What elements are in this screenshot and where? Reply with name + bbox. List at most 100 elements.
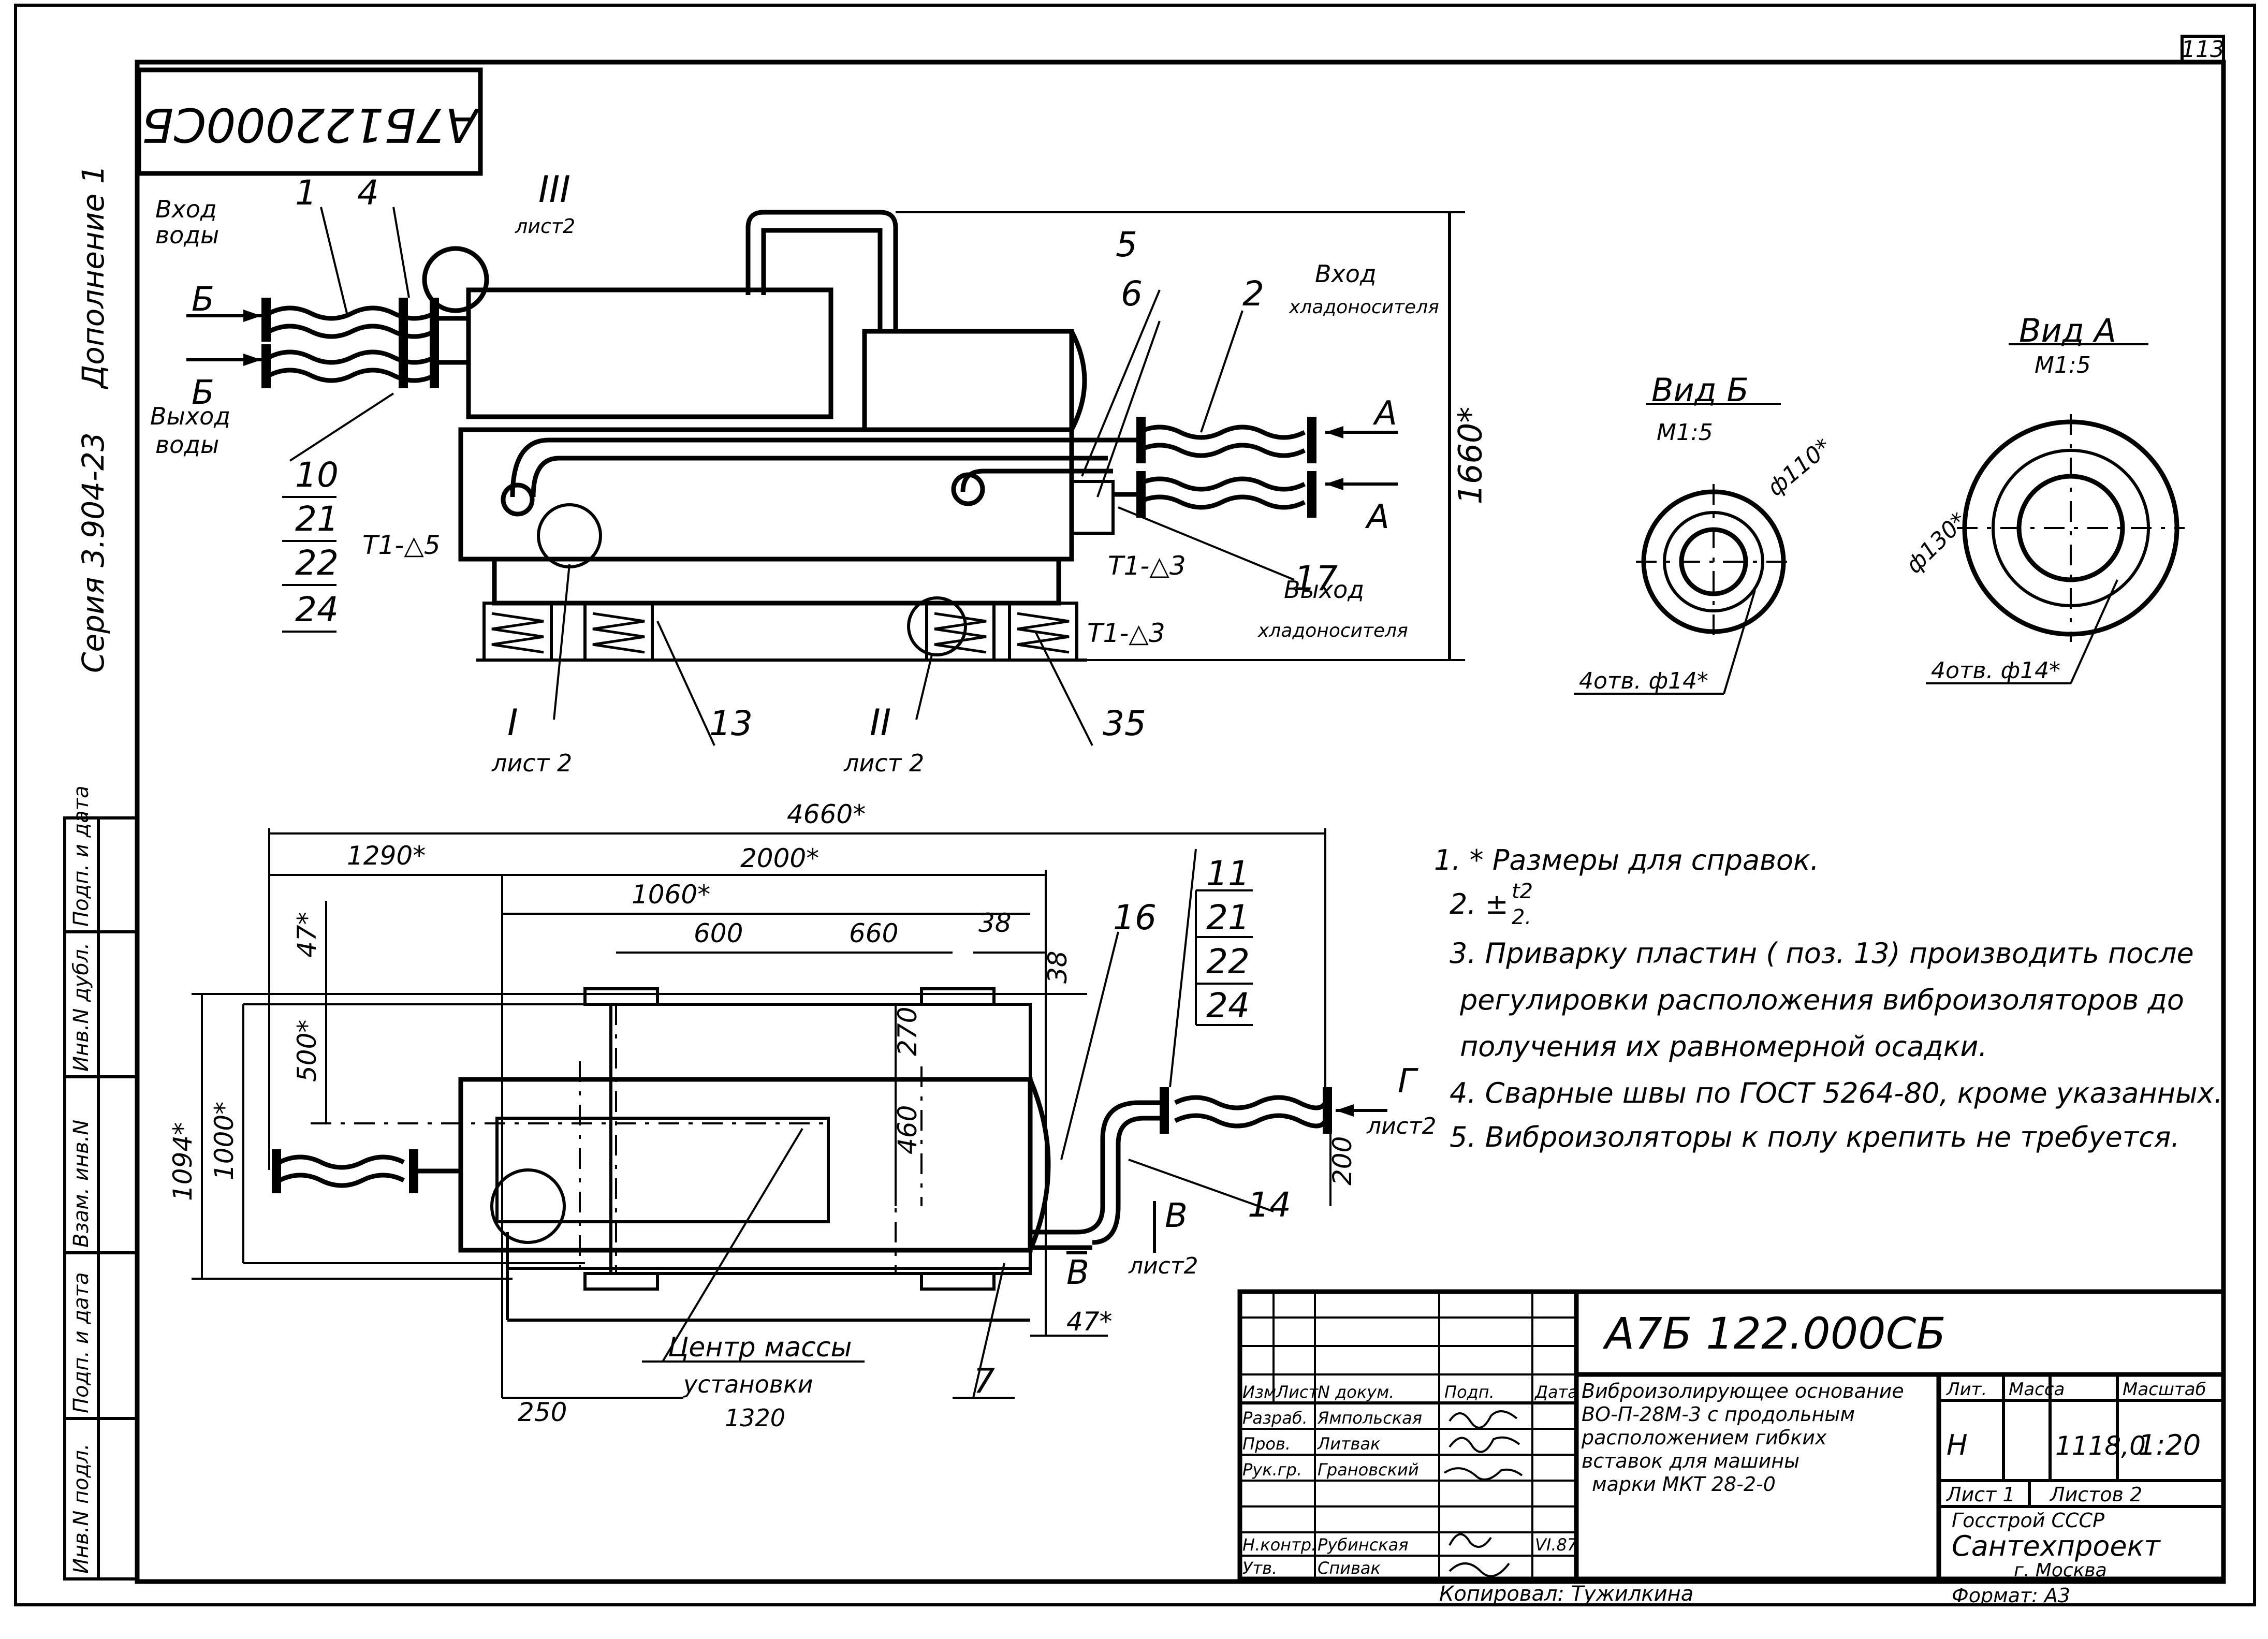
water-out-label-2: воды <box>155 431 219 459</box>
outer-border <box>14 4 2256 1606</box>
note-3: 3. Приварку пластин ( поз. 13) производи… <box>1450 937 2194 970</box>
plan-pos-21: 21 <box>1206 898 1250 938</box>
section-g: Г <box>1398 1062 1418 1101</box>
dim-460: 460 <box>892 1105 923 1154</box>
coolant-in-label-2: хладоносителя <box>1289 297 1439 318</box>
weld-t1-3: Т1-△3 <box>1108 551 1186 581</box>
dim-2000: 2000* <box>740 843 819 873</box>
pos-21: 21 <box>295 499 339 539</box>
callout-iii-sheet: лист2 <box>515 215 575 238</box>
plan-pos-11: 11 <box>1206 854 1250 894</box>
section-v-lower: В <box>1066 1254 1089 1292</box>
callout-iii: III <box>538 168 570 211</box>
water-out-label: Выход <box>150 402 230 430</box>
mass-value: 1118,0 <box>2055 1431 2146 1461</box>
pos-24: 24 <box>295 590 339 630</box>
hdr-izm: Изм <box>1242 1382 1276 1402</box>
pos-35: 35 <box>1103 704 1146 743</box>
page-number: 113 <box>2181 36 2225 63</box>
desc-line-4: вставок для машины <box>1582 1450 1799 1472</box>
section-b-lower: Б <box>192 374 214 412</box>
dim-1094: 1094* <box>168 1122 198 1201</box>
desc-line-2: ВО-П-28М-3 с продольным <box>1582 1403 1855 1426</box>
section-a-lower: А <box>1365 498 1389 536</box>
page-number-box <box>2181 35 2225 64</box>
margin-label-3: Взам. инв.N <box>69 1120 93 1248</box>
callout-i-sheet: лист 2 <box>491 749 572 777</box>
margin-label-5: Подп. и дата <box>69 786 93 927</box>
center-mass-label: Центр массы <box>668 1332 852 1363</box>
mass-header: Масса <box>2009 1379 2065 1400</box>
plan-pos-16: 16 <box>1113 898 1157 938</box>
plan-pos-22: 22 <box>1206 942 1250 982</box>
name-4: Рубинская <box>1318 1535 1408 1555</box>
dim-38: 38 <box>978 908 1012 938</box>
view-b <box>1574 403 1791 695</box>
note-2: 2. ± <box>1450 888 1509 920</box>
org-1: Госстрой СССР <box>1952 1509 2104 1532</box>
format: Формат: А3 <box>1952 1584 2070 1607</box>
pos-2: 2 <box>1242 274 1264 314</box>
title-block <box>1237 1289 2226 1582</box>
sheets-value: Листов 2 <box>2049 1483 2142 1506</box>
center-mass-value: 1320 <box>725 1404 785 1432</box>
dim-250: 250 <box>518 1397 567 1427</box>
note-2-denominator: 2. <box>1512 905 1531 929</box>
lit-header: Лит. <box>1945 1379 1987 1400</box>
org-2: Сантехпроект <box>1952 1530 2161 1562</box>
note-2-numerator: t2 <box>1512 880 1533 903</box>
coolant-out-label: Выход <box>1284 576 1364 604</box>
name-2: Литвак <box>1317 1434 1381 1454</box>
doc-number: А7Б 122.000СБ <box>1602 1308 1946 1359</box>
hdr-doc: N докум. <box>1318 1382 1394 1402</box>
series-label: Серия 3.904-23 <box>76 432 111 673</box>
plan-pos-14: 14 <box>1248 1185 1291 1225</box>
callout-ii-sheet: лист 2 <box>843 749 924 777</box>
role-3: Рук.гр. <box>1242 1460 1302 1480</box>
dim-47-left: 47* <box>292 912 322 958</box>
callout-i: I <box>507 701 518 744</box>
weld-t1-5: Т1-△5 <box>362 530 441 560</box>
callout-ii: II <box>870 701 891 744</box>
center-mass-label-2: установки <box>682 1370 813 1398</box>
margin-stamp <box>63 816 139 1581</box>
dim-1290: 1290* <box>347 841 426 871</box>
org-3: г. Москва <box>2014 1560 2107 1581</box>
rotated-code-box <box>136 67 483 176</box>
signatures <box>1443 1410 1523 1577</box>
section-a-upper: А <box>1372 394 1397 433</box>
hdr-list: Лист <box>1276 1382 1319 1402</box>
desc-line-5: марки МКТ 28-2-0 <box>1592 1473 1776 1496</box>
section-v-sheet: лист2 <box>1128 1253 1198 1279</box>
lit-value: Н <box>1947 1429 1968 1461</box>
pos-17: 17 <box>1294 559 1338 598</box>
scale-header: Масштаб <box>2123 1379 2206 1400</box>
view-b-holes: 4отв. ф14* <box>1579 668 1708 694</box>
dim-4660: 4660* <box>787 799 866 829</box>
weld-t1-3b: Т1-△3 <box>1087 618 1165 648</box>
view-b-title: Вид Б <box>1651 371 1749 409</box>
section-v-upper: В <box>1165 1197 1188 1235</box>
supplement-label: Дополнение 1 <box>76 165 111 390</box>
view-a <box>1926 343 2185 684</box>
name-1: Ямпольская <box>1317 1408 1422 1428</box>
coolant-in-label: Вход <box>1315 260 1377 288</box>
margin-label-1: Инв.N подл. <box>69 1443 93 1574</box>
margin-label-4: Инв.N дубл. <box>69 943 93 1072</box>
desc-line-3: расположением гибких <box>1581 1426 1827 1449</box>
dim-38-vertical: 38 <box>1043 950 1073 984</box>
note-5: 5. Виброизоляторы к полу крепить не треб… <box>1450 1121 2180 1153</box>
pos-1: 1 <box>295 173 317 213</box>
margin-label-2: Подп. и дата <box>69 1272 93 1413</box>
hdr-sign: Подп. <box>1444 1382 1495 1402</box>
dim-200: 200 <box>1327 1136 1357 1186</box>
coolant-out-label-2: хладоносителя <box>1257 620 1408 641</box>
role-5: Утв. <box>1242 1558 1277 1578</box>
name-3: Грановский <box>1318 1460 1419 1480</box>
view-b-scale: М1:5 <box>1657 419 1713 446</box>
section-b-upper: Б <box>192 281 214 319</box>
pos-13: 13 <box>709 704 753 743</box>
note-4: 4. Сварные швы по ГОСТ 5264-80, кроме ук… <box>1450 1077 2223 1109</box>
copied-by: Копировал: Тужилкина <box>1439 1582 1693 1606</box>
